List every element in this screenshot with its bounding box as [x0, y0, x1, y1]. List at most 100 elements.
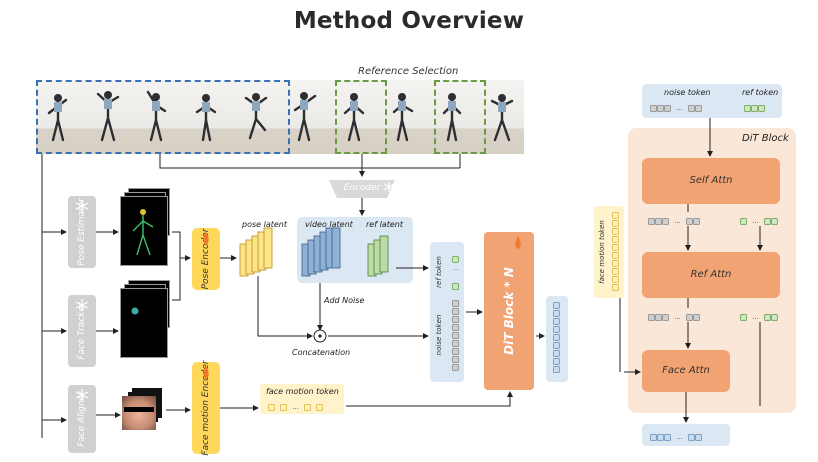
token-ellipsis: ···	[752, 315, 759, 323]
token	[553, 358, 560, 365]
token	[648, 314, 655, 321]
right-noise-token-label: noise token	[664, 88, 711, 97]
face-masks-to-encoder	[172, 258, 181, 301]
token	[763, 314, 771, 321]
token	[452, 308, 459, 315]
snowflake-icon	[75, 200, 89, 212]
token	[692, 218, 700, 225]
noise-token-column	[452, 300, 460, 371]
token	[694, 105, 702, 112]
token	[553, 342, 560, 349]
right-ref-token-label: ref token	[742, 88, 779, 97]
flame-icon	[515, 236, 521, 249]
face-dot	[131, 307, 139, 315]
flame-icon	[203, 366, 209, 379]
token	[612, 244, 619, 251]
ref-latent-label: ref latent	[366, 220, 403, 229]
noise-token-row: ···	[650, 103, 702, 114]
token	[687, 105, 695, 112]
token	[612, 236, 619, 243]
pose-map-frame	[120, 196, 168, 266]
ref-latent-cube	[367, 235, 389, 277]
token	[685, 314, 693, 321]
snowflake-icon	[75, 389, 89, 401]
token-ellipsis: ···	[453, 267, 459, 274]
token	[612, 284, 619, 291]
face-motion-token-label: face motion token	[266, 387, 339, 396]
face-attn-label: Face Attn	[662, 365, 710, 376]
token	[662, 314, 669, 321]
token	[612, 220, 619, 227]
token	[452, 300, 459, 307]
pose-latent-label: pose latent	[242, 220, 287, 229]
token	[612, 252, 619, 259]
ref-attn-green-tokens: ···	[740, 312, 778, 323]
pose-maps-to-encoder	[172, 231, 191, 261]
token	[452, 364, 459, 371]
token-ellipsis: ···	[674, 315, 681, 323]
token	[664, 105, 671, 112]
token	[553, 366, 560, 373]
token	[763, 218, 771, 225]
token	[452, 356, 459, 363]
token	[655, 218, 662, 225]
token	[452, 348, 459, 355]
dancer-figures	[47, 90, 514, 142]
token	[303, 404, 311, 411]
token	[553, 334, 560, 341]
token	[664, 434, 671, 441]
token	[280, 404, 288, 411]
token	[452, 340, 459, 347]
ref-attn-block: Ref Attn	[642, 252, 780, 298]
token-ellipsis: ···	[752, 219, 759, 227]
flame-icon	[203, 232, 209, 245]
token	[452, 316, 459, 323]
token	[655, 314, 662, 321]
pose-skeleton	[132, 209, 154, 256]
reference-frame-highlight	[335, 80, 387, 154]
token	[553, 326, 560, 333]
token	[648, 218, 655, 225]
token	[657, 434, 664, 441]
self-attn-grey-tokens: ···	[648, 216, 700, 227]
video-latent-cube	[301, 227, 341, 277]
driving-frames-highlight	[36, 80, 290, 154]
token	[612, 276, 619, 283]
concatenation-dot	[318, 334, 322, 338]
token	[452, 332, 459, 339]
token	[612, 260, 619, 267]
face-motion-token-column	[612, 212, 620, 291]
encoder-block	[329, 180, 395, 198]
token	[452, 256, 459, 263]
snowflake-icon	[75, 299, 89, 311]
token	[650, 105, 657, 112]
token	[553, 318, 560, 325]
face-token-to-dit	[346, 391, 513, 407]
face-attn-block: Face Attn	[642, 350, 730, 392]
token	[744, 105, 751, 112]
token	[452, 324, 459, 331]
token	[612, 228, 619, 235]
token	[687, 434, 695, 441]
token	[452, 283, 459, 290]
eye-mask	[124, 407, 154, 412]
token	[612, 268, 619, 275]
face-motion-token-column-panel	[594, 206, 624, 298]
video-latent-label: video latent	[305, 220, 353, 229]
reference-frame-highlight	[434, 80, 486, 154]
face-motion-token-row: ···	[268, 402, 324, 413]
token	[758, 105, 765, 112]
token	[740, 314, 747, 321]
self-attn-green-tokens: ···	[740, 216, 778, 227]
token	[553, 350, 560, 357]
ref-attn-label: Ref Attn	[690, 269, 732, 280]
token-ellipsis: ···	[676, 106, 683, 114]
pose-latent-to-concat	[257, 276, 313, 339]
ref-token-row	[744, 103, 765, 112]
dit-output-token-row: ···	[650, 432, 702, 443]
dit-block-title: DiT Block	[742, 133, 789, 144]
concatenation-label: Concatenation	[292, 348, 351, 357]
encoder-label: Encoder	[343, 183, 381, 193]
face-mask-frame	[120, 288, 168, 358]
